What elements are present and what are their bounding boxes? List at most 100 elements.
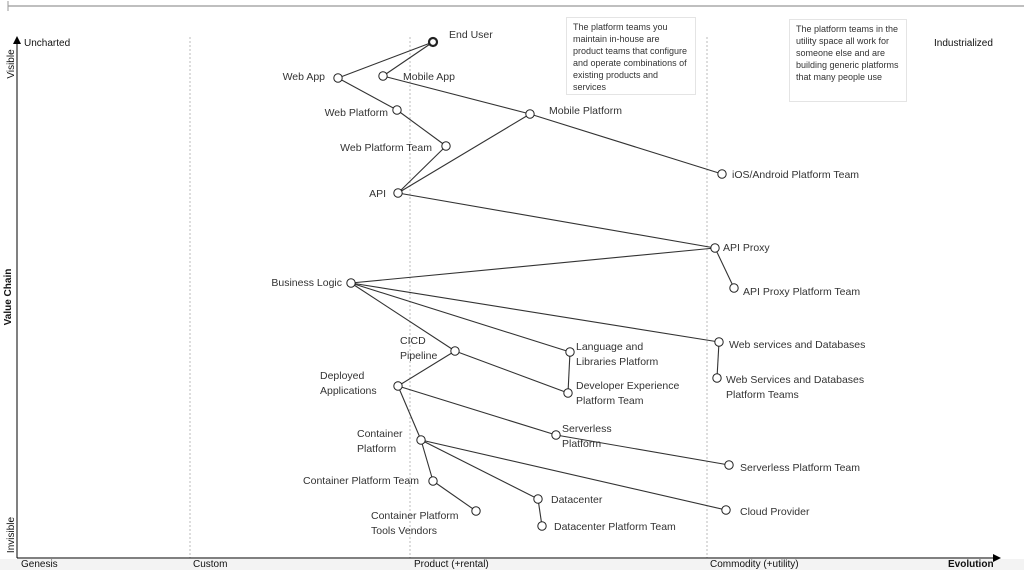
link-cicd-pipeline-to-deployed-applications [397,350,456,387]
component-mobile-app[interactable]: Mobile App [378,71,455,83]
component-ios-android-platform-team[interactable]: iOS/Android Platform Team [717,169,859,181]
component-mobile-platform[interactable]: Mobile Platform [525,105,622,119]
link-end-user-to-mobile-app [382,41,434,77]
component-api-proxy[interactable]: API Proxy [710,242,771,254]
component-node-icon[interactable] [378,71,388,81]
component-label: API Proxy [723,242,770,254]
component-label: Web services and Databases [729,339,865,351]
component-node-icon[interactable] [392,105,402,115]
component-node-icon[interactable] [471,506,481,516]
component-business-logic[interactable]: Business Logic [271,277,356,289]
y-label-value-chain: Value Chain [3,269,14,326]
component-node-icon[interactable] [721,505,731,515]
link-mobile-app-to-mobile-platform [382,75,531,115]
component-node-icon[interactable] [724,460,734,470]
link-business-logic-to-language-libraries-platform [350,282,571,353]
component-datacenter[interactable]: Datacenter [533,494,603,506]
component-node-icon[interactable] [710,243,720,253]
component-node-icon[interactable] [393,188,403,198]
y-label-invisible: Invisible [6,517,17,554]
note-utility-platform-teams[interactable]: The platform teams in the utility space … [789,19,907,102]
component-label: Datacenter Platform Team [554,521,676,533]
link-mobile-platform-to-api [397,113,531,194]
component-label: Mobile Platform [549,105,622,117]
y-axis-arrow [13,36,21,44]
stage-commodity: Commodity (+utility) [710,559,799,570]
link-web-platform-to-web-platform-team [396,109,447,147]
note-in-house-platform-teams[interactable]: The platform teams you maintain in-house… [566,17,696,95]
component-web-app[interactable]: Web App [283,71,343,83]
component-web-services-databases[interactable]: Web services and Databases [714,337,866,351]
link-end-user-to-web-app [337,41,434,79]
component-node-icon[interactable] [551,430,561,440]
component-node-icon[interactable] [537,521,547,531]
link-serverless-platform-to-serverless-platform-team [555,434,730,466]
component-label: API Proxy Platform Team [743,286,860,298]
link-deployed-applications-to-serverless-platform [397,385,557,436]
component-datacenter-platform-team[interactable]: Datacenter Platform Team [537,521,676,533]
component-node-icon[interactable] [717,169,727,179]
component-node-icon[interactable] [393,381,403,391]
component-node-icon[interactable] [565,347,575,357]
component-node-icon[interactable] [427,36,439,48]
component-cloud-provider[interactable]: Cloud Provider [721,505,810,518]
link-business-logic-to-cicd-pipeline [350,282,456,352]
link-api-proxy-to-api-proxy-platform-team [714,247,735,289]
link-container-platform-to-datacenter [420,439,539,500]
component-label: End User [449,29,493,41]
component-api-proxy-platform-team[interactable]: API Proxy Platform Team [729,283,861,298]
component-node-icon[interactable] [714,337,724,347]
component-serverless-platform-team[interactable]: Serverless Platform Team [724,460,860,474]
link-language-libraries-platform-to-developer-experience-team [567,351,571,394]
component-node-icon[interactable] [428,476,438,486]
x-axis-arrow [993,554,1001,562]
component-node-icon[interactable] [441,141,451,151]
link-api-proxy-to-business-logic [350,247,716,284]
component-container-platform-team[interactable]: Container Platform Team [303,475,438,487]
component-node-icon[interactable] [712,373,722,383]
component-api[interactable]: API [369,188,403,200]
component-node-icon[interactable] [533,494,543,504]
component-node-icon[interactable] [416,435,426,445]
component-label: Mobile App [403,71,455,83]
component-node-icon[interactable] [729,283,739,293]
component-label: Serverless Platform Team [740,462,860,474]
component-node-icon[interactable] [525,109,535,119]
link-web-platform-team-to-api [397,145,447,194]
component-node-icon[interactable] [346,278,356,288]
stage-genesis: Genesis [21,559,58,570]
link-deployed-applications-to-container-platform [397,385,422,441]
component-node-icon[interactable] [450,346,460,356]
bottom-band [0,559,1024,570]
link-web-app-to-web-platform [337,77,398,111]
component-web-platform-team[interactable]: Web Platform Team [340,141,451,154]
component-end-user[interactable]: End User [427,29,493,48]
component-label: API [369,188,386,200]
component-label: Business Logic [271,277,342,289]
component-node-icon[interactable] [333,73,343,83]
uncharted-label: Uncharted [24,38,71,49]
link-container-platform-to-cloud-provider [420,439,727,511]
x-label-evolution: Evolution [948,559,994,570]
component-label: Web Platform Team [340,142,432,154]
component-label: Datacenter [551,494,603,506]
link-business-logic-to-web-services-databases [350,282,720,343]
link-container-platform-team-to-container-platform-tools-vendors [432,480,477,512]
component-web-platform[interactable]: Web Platform [325,105,402,119]
component-node-icon[interactable] [563,388,573,398]
